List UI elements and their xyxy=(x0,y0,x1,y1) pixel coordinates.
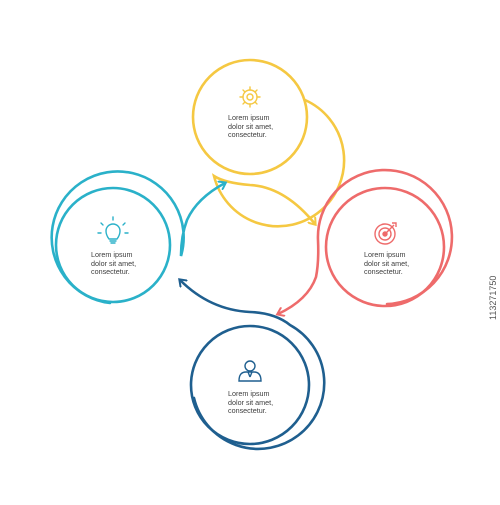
node-bottom xyxy=(180,280,326,451)
node-bottom-spiral xyxy=(180,280,326,451)
lightbulb-icon xyxy=(97,216,129,244)
node-top xyxy=(191,58,346,228)
node-left-line-2: dolor sit amet, xyxy=(91,258,137,268)
node-top-line-2: dolor sit amet, xyxy=(228,121,274,131)
node-left-text: Lorem ipsum dolor sit amet, consectetur. xyxy=(91,250,181,277)
watermark-id: 113271750 xyxy=(488,275,498,320)
node-top-spiral xyxy=(211,98,346,228)
node-top-line-1: Lorem ipsum xyxy=(228,113,270,122)
node-right-line-3: consectetur. xyxy=(364,267,403,277)
gear-icon xyxy=(239,86,261,108)
node-bottom-line-3: consectetur. xyxy=(228,406,267,416)
node-left-inner-ring xyxy=(54,186,172,304)
node-left xyxy=(50,170,225,305)
node-right xyxy=(278,168,454,314)
node-right-line-2: dolor sit amet, xyxy=(364,258,410,268)
node-left-line-3: consectetur. xyxy=(91,267,130,277)
node-bottom-inner-ring xyxy=(189,324,311,446)
node-right-spiral xyxy=(278,168,454,314)
user-icon xyxy=(238,360,262,382)
node-right-line-1: Lorem ipsum xyxy=(364,250,406,259)
node-bottom-line-2: dolor sit amet, xyxy=(228,397,274,407)
node-top-line-3: consectetur. xyxy=(228,130,267,140)
node-right-text: Lorem ipsum dolor sit amet, consectetur. xyxy=(364,250,454,277)
node-bottom-line-1: Lorem ipsum xyxy=(228,389,270,398)
node-left-line-1: Lorem ipsum xyxy=(91,250,133,259)
node-bottom-text: Lorem ipsum dolor sit amet, consectetur. xyxy=(228,389,318,416)
node-right-inner-ring xyxy=(324,186,446,308)
node-top-inner-ring xyxy=(191,58,309,176)
target-icon xyxy=(374,222,397,245)
node-left-spiral xyxy=(50,170,225,305)
node-top-text: Lorem ipsum dolor sit amet, consectetur. xyxy=(228,113,318,140)
